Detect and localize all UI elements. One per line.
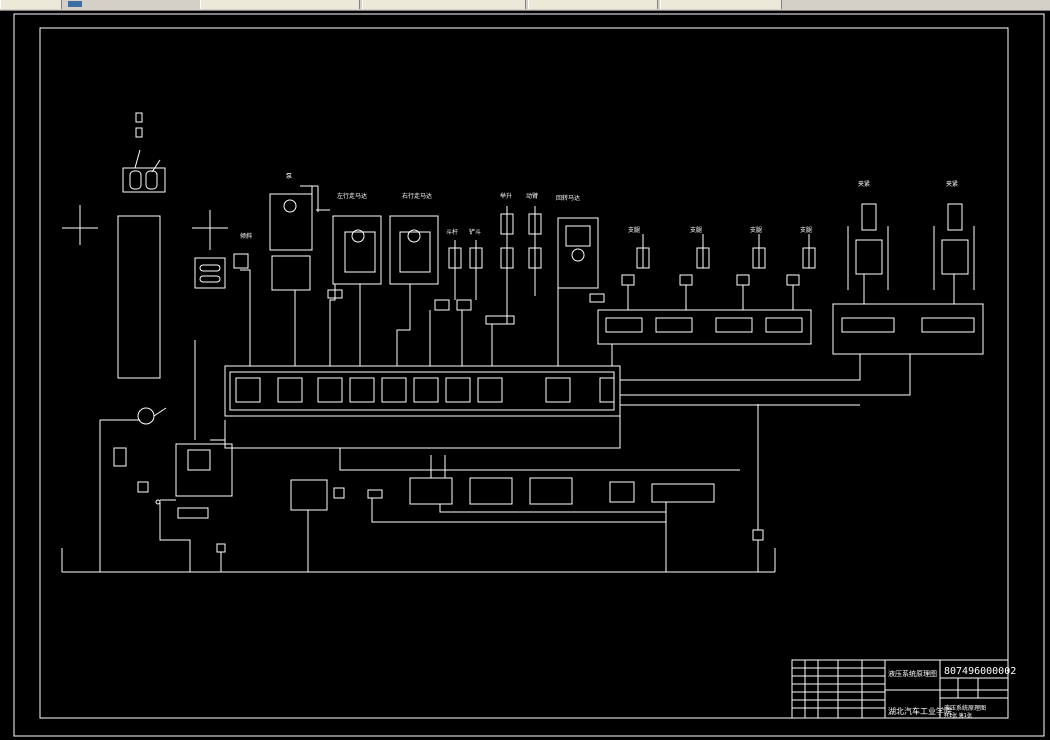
label-outrigger-3: 支腿 [750, 226, 762, 234]
title-block [791, 659, 1009, 719]
arm-cylinder [448, 240, 462, 300]
lower-valve-4 [609, 481, 635, 503]
label-bucket: 铲斗 [469, 228, 481, 236]
pressure-gauge [137, 407, 155, 425]
window-icon [68, 1, 82, 7]
label-tilt: 倾斜 [240, 232, 252, 240]
label-rotary-motor: 回转马达 [556, 194, 580, 202]
rotary-motor [557, 217, 605, 303]
tab-3[interactable] [362, 0, 526, 9]
label-arm: 斗杆 [446, 228, 458, 236]
label-lift1: 举升 [500, 192, 512, 200]
lift-cylinder [528, 206, 542, 296]
label-right-travel-motor: 右行走马达 [402, 192, 432, 200]
control-panel [117, 215, 161, 379]
outrigger-cylinders [621, 234, 816, 286]
label-outrigger-1: 支腿 [628, 226, 640, 234]
joystick-left [62, 205, 98, 245]
pump-group [269, 193, 313, 251]
boom-cylinder [500, 206, 514, 296]
outrigger-valve-bank [597, 309, 812, 345]
main-multiway-valve [224, 365, 621, 417]
right-travel-motor [389, 215, 439, 285]
bucket-cylinder [469, 240, 483, 300]
inner-frame [39, 27, 1009, 719]
joystick-right [192, 210, 228, 250]
label-pump: 泵 [286, 173, 292, 180]
pump-unit [290, 479, 328, 511]
tab-2[interactable] [200, 0, 360, 9]
label-outrigger-4: 支腿 [800, 226, 812, 234]
clamp-cylinders [847, 203, 975, 290]
outer-frame [13, 13, 1045, 737]
lower-valve-5 [651, 483, 715, 503]
sheet-info: 共1张 第1张 [944, 712, 972, 719]
tab-5[interactable] [660, 0, 782, 9]
pedal-box [122, 167, 166, 193]
label-outrigger-2: 支腿 [690, 226, 702, 234]
title-name-bottom: 液压系统原理图 [944, 704, 986, 712]
label-boom: 动臂 [526, 192, 538, 200]
lower-valve-1 [409, 477, 453, 505]
lower-valve-3 [529, 477, 573, 505]
tab-1[interactable] [0, 0, 62, 9]
tilt-valve [233, 253, 249, 269]
company-name: 湖北汽车工业学院 [888, 706, 952, 716]
label-clamp-2: 夹紧 [946, 180, 958, 188]
pilot-valve [194, 257, 226, 289]
clamp-valve-bank [832, 303, 984, 355]
drawing-number: 807496000002 [944, 666, 1016, 677]
label-clamp-1: 夹紧 [858, 180, 870, 188]
document-tab-strip [0, 0, 1050, 11]
title-name-top: 液压系统原理图 [888, 669, 937, 678]
lower-valve-2 [469, 477, 513, 505]
left-travel-motor [332, 215, 382, 285]
tab-4[interactable] [528, 0, 658, 9]
pump-station [175, 443, 233, 497]
label-left-travel-motor: 左行走马达 [337, 192, 367, 200]
